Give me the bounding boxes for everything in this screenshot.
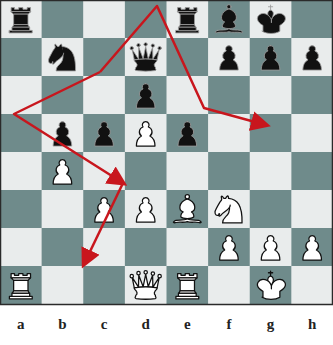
board-square (291, 152, 333, 191)
board-square (291, 38, 333, 77)
board-square (208, 0, 250, 39)
file-label: f (226, 316, 231, 333)
file-label: g (267, 316, 275, 333)
king-icon (257, 5, 285, 33)
pawn-icon (178, 122, 197, 146)
rook-icon (9, 8, 32, 33)
pawn-icon (136, 198, 155, 222)
board-square (250, 114, 292, 153)
board-square (208, 228, 250, 267)
board-square (250, 266, 292, 305)
pawn-icon (303, 46, 322, 70)
board-square (83, 76, 125, 115)
board-square (291, 114, 333, 153)
board-square (291, 76, 333, 115)
board-square (208, 76, 250, 115)
board-square (167, 114, 209, 153)
board-square (167, 228, 209, 267)
board-square (42, 114, 84, 153)
board-square (167, 266, 209, 305)
file-label: h (308, 316, 316, 333)
pawn-icon (261, 46, 280, 70)
board-square (250, 0, 292, 39)
pawn-icon (136, 84, 155, 108)
board-square (291, 0, 333, 39)
board-square (208, 152, 250, 191)
move-arrow (100, 6, 266, 125)
board-square (125, 76, 167, 115)
pawn-icon (136, 122, 155, 146)
board-square (83, 114, 125, 153)
knight-icon (49, 44, 76, 71)
board-border (1, 1, 333, 305)
rook-icon (9, 274, 32, 299)
pawn-icon (53, 160, 72, 184)
board-square (167, 152, 209, 191)
board-square (0, 266, 42, 305)
pawn-icon (220, 46, 239, 70)
board-square (42, 190, 84, 229)
board-square (125, 38, 167, 77)
board-square (0, 152, 42, 191)
board-square (167, 76, 209, 115)
queen-icon (130, 43, 161, 72)
board-square (42, 0, 84, 39)
king-icon (257, 271, 285, 299)
board-square (250, 228, 292, 267)
board-square (250, 38, 292, 77)
bishop-icon (215, 5, 243, 33)
board-square (42, 38, 84, 77)
file-label: e (184, 316, 191, 333)
move-arrow (84, 183, 123, 264)
board-square (42, 152, 84, 191)
file-label: b (58, 316, 66, 333)
board-square (291, 190, 333, 229)
board-square (250, 76, 292, 115)
board-square (250, 190, 292, 229)
board-square (0, 228, 42, 267)
knight-icon (215, 196, 242, 223)
pawn-icon (261, 236, 280, 260)
board-square (250, 152, 292, 191)
file-label: d (142, 316, 150, 333)
pawn-icon (95, 122, 114, 146)
board-square (208, 38, 250, 77)
rook-icon (176, 274, 199, 299)
board-square (208, 190, 250, 229)
board-square (125, 228, 167, 267)
board-square (83, 266, 125, 305)
board-square (0, 76, 42, 115)
pawn-icon (303, 236, 322, 260)
board-square (83, 228, 125, 267)
board-square (208, 266, 250, 305)
board-square (0, 38, 42, 77)
board-square (125, 114, 167, 153)
board-square (0, 190, 42, 229)
rook-icon (176, 8, 199, 33)
board-square (291, 266, 333, 305)
board-square (83, 0, 125, 39)
board-square (83, 38, 125, 77)
board-square (167, 190, 209, 229)
pawn-icon (220, 236, 239, 260)
board-square (42, 266, 84, 305)
board-square (125, 190, 167, 229)
queen-icon (130, 271, 161, 300)
pawn-icon (53, 122, 72, 146)
board-square (125, 266, 167, 305)
board-square (291, 228, 333, 267)
file-label: c (101, 316, 108, 333)
board-square (125, 152, 167, 191)
board-square (0, 0, 42, 39)
file-label: a (17, 316, 25, 333)
board-square (167, 0, 209, 39)
board-square (42, 228, 84, 267)
bishop-icon (173, 195, 201, 223)
move-arrow (14, 72, 123, 183)
